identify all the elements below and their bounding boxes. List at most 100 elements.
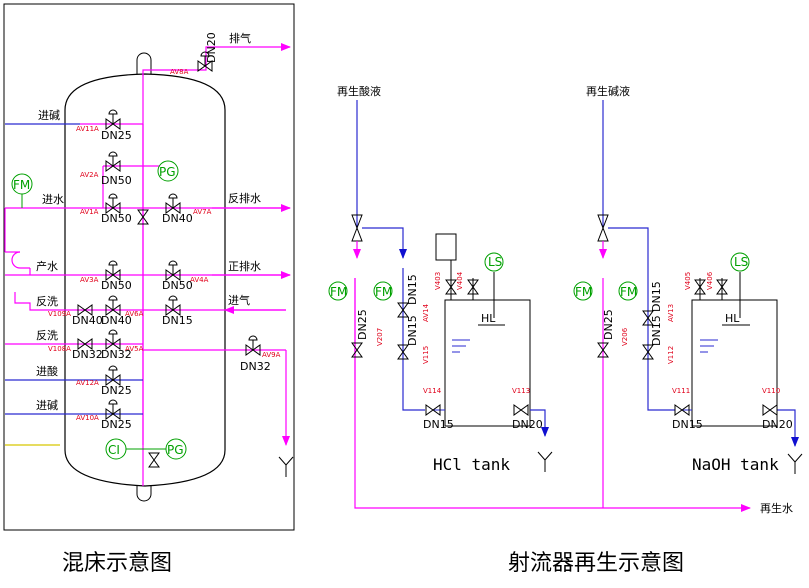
diagram-label-s-dn50a: DN50 (101, 174, 132, 187)
label-product-water: 产水 (36, 259, 58, 273)
diagram-label-s-dn40a: DN40 (162, 212, 193, 225)
mixed-bed-caption: 混床示意图 (62, 551, 172, 576)
diagram-label-av4a: AV4A (190, 276, 209, 284)
diagram-label-av13: AV13 (667, 304, 675, 322)
label-air-in: 进气 (228, 293, 250, 307)
diagram-label-dn20: DN20 (512, 418, 543, 431)
naoh-tank-label: NaOH tank (692, 455, 779, 474)
diagram-label-v114: V114 (423, 387, 442, 395)
hcl-tank (444, 299, 531, 427)
exhaust-line: 排气 (142, 31, 291, 76)
diagram-label-av12a: AV12A (76, 379, 99, 387)
diagram-label-pg-bottom: PG (167, 443, 184, 457)
diagram-label-s-dn32c: DN32 (240, 360, 271, 373)
diagram-label-v115: V115 (422, 346, 430, 364)
diagram-label-s-dn32b: DN32 (101, 348, 132, 361)
mixed-bed-vessel (64, 73, 226, 487)
diagram-label-av6a: AV6A (125, 310, 144, 318)
diagram-label-ls: LS (488, 255, 502, 269)
diagram-label-s-dn40b: DN40 (72, 314, 103, 327)
diagram-label-s-dn50c: DN50 (101, 279, 132, 292)
ejector-hcl (351, 214, 363, 242)
hcl-group: HL FM FM LS DN25 DN15 (328, 100, 553, 474)
top-manhole (136, 52, 152, 74)
mixed-bed-frame (3, 3, 295, 531)
diagram-label-av9a: AV9A (262, 351, 281, 359)
diagram-label-av3a: AV3A (80, 276, 99, 284)
diagram-label-fm: FM (13, 178, 30, 192)
diagram-label-v207: V207 (376, 328, 384, 346)
external-pipes (4, 123, 290, 446)
pg-gauge-bottom: PG (165, 438, 187, 460)
diagram-label-s-dn15: DN15 (162, 314, 193, 327)
regen-caption: 射流器再生示意图 (508, 551, 684, 576)
diagram-label-v111: V111 (672, 387, 690, 395)
ejector-naoh (597, 214, 609, 242)
valve-symbols (77, 51, 294, 477)
label-backwash-2: 反洗 (36, 329, 58, 342)
diagram-label-av8a: AV8A (170, 68, 189, 76)
diagram-label-dn25: DN25 (602, 309, 615, 340)
diagram-label-v405: V405 (684, 272, 692, 290)
diagram-label-s-dn40c: DN40 (101, 314, 132, 327)
bottom-manhole (136, 486, 152, 502)
diagram-label-dn15a: DN15 (650, 281, 663, 312)
diagram-label-v113: V113 (512, 387, 530, 395)
diagram-label-hl: HL (725, 312, 740, 325)
diagram-label-v406: V406 (706, 271, 714, 290)
diagram-label-dn15a: DN15 (406, 274, 419, 305)
diagram-label-fm2: FM (620, 285, 637, 299)
diagram-label-dn20: DN20 (762, 418, 793, 431)
diagram-label-hl: HL (481, 312, 496, 325)
label-regen-alkali: 再生碱液 (586, 84, 630, 98)
diagram-label-pg-top: PG (159, 165, 176, 179)
diagram-label-av5a: AV5A (125, 345, 144, 353)
diagram-label-v404: V404 (456, 271, 464, 290)
diagram-label-dn25: DN25 (356, 309, 369, 340)
diagram-label-av10a: AV10A (76, 414, 99, 422)
pg-gauge-top: PG (157, 160, 179, 182)
diagram-label-s-dn25b: DN25 (101, 384, 132, 397)
ci-instrument: CI (105, 438, 186, 460)
label-regen-acid: 再生酸液 (337, 84, 381, 98)
fm-instrument: FM (11, 173, 33, 208)
diagram-label-s-dn25c: DN25 (101, 418, 132, 431)
diagram-label-v109a: V109A (48, 310, 71, 318)
diagram-label-s-dn50d: DN50 (162, 279, 193, 292)
diagram-label-dn15b: DN15 (650, 315, 663, 346)
label-regen-water: 再生水 (760, 501, 793, 515)
diagram-label-fm1: FM (330, 285, 347, 299)
diagram-label-v206: V206 (621, 327, 629, 346)
hcl-tank-label: HCl tank (433, 455, 510, 474)
diagram-label-fm1: FM (575, 285, 592, 299)
diagram-label-av14: AV14 (422, 303, 430, 322)
diagram-label-v112: V112 (667, 346, 675, 364)
diagram-label-v108a: V108A (48, 345, 71, 353)
diagram-label-v110: V110 (762, 387, 780, 395)
internal-piping (80, 74, 144, 486)
diagram-label-dn15c: DN15 (672, 418, 703, 431)
diagram-label-ls: LS (734, 255, 748, 269)
label-acid-in: 进酸 (36, 364, 58, 378)
naoh-tank (691, 299, 778, 427)
label-alkali-in-bottom: 进碱 (36, 399, 58, 412)
diagram-label-s-dn50b: DN50 (101, 212, 132, 225)
label-forward-drain: 正排水 (228, 259, 261, 273)
label-backwash-1: 反洗 (36, 295, 58, 308)
regen-section: 再生酸液 再生碱液 再生水 HL (328, 84, 803, 576)
label-backwash-drain: 反排水 (228, 191, 261, 205)
diagram-label-s-dn25a: DN25 (101, 129, 132, 142)
diagram-label-dn15b: DN15 (406, 315, 419, 346)
mixed-bed-section: 排气 进碱 进水 反排水 产水 正排水 (3, 3, 295, 576)
diagram-label-av2a: AV2A (80, 171, 99, 179)
label-water-in: 进水 (42, 193, 64, 206)
diagram-label-av11a: AV11A (76, 125, 99, 133)
diagram-label-fm2: FM (375, 285, 392, 299)
diagram-label-s-dn20: DN20 (205, 32, 218, 63)
diagram-label-av7a: AV7A (193, 208, 212, 216)
diagram-label-ci: CI (108, 443, 120, 457)
diagram-label-s-dn32a: DN32 (72, 348, 103, 361)
diagram-label-exhaust: 排气 (229, 31, 251, 45)
diagram-label-dn15c: DN15 (423, 418, 454, 431)
